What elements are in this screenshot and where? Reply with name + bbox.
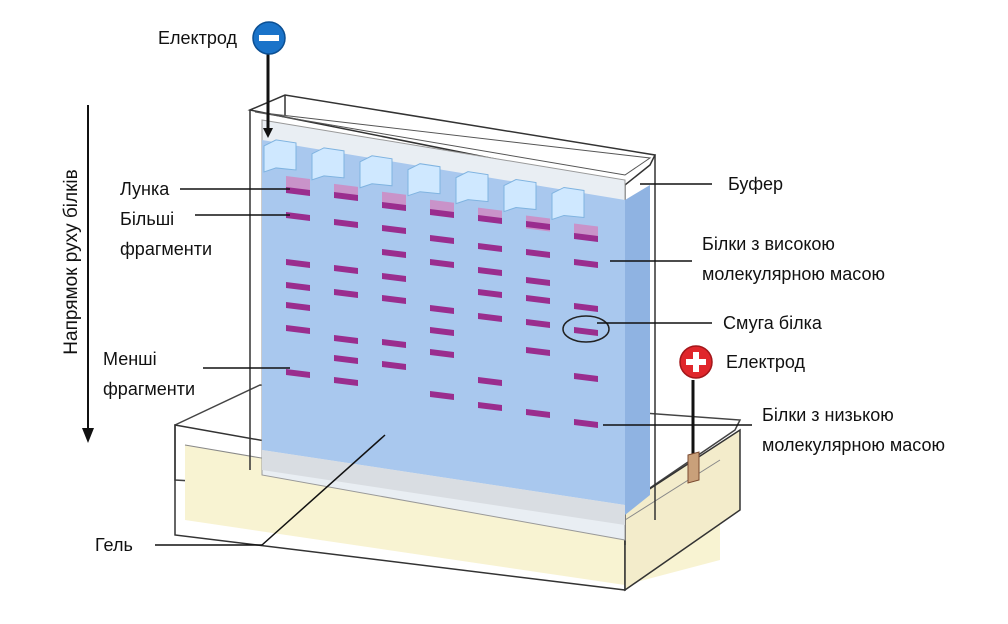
protein-band xyxy=(430,391,454,400)
protein-band xyxy=(286,282,310,291)
label-protein-band: Смуга білка xyxy=(723,313,822,333)
comb-tooth xyxy=(407,163,441,197)
protein-band xyxy=(430,209,454,218)
protein-band xyxy=(430,349,454,358)
label-electrode-negative: Електрод xyxy=(158,28,237,48)
protein-band xyxy=(430,327,454,336)
protein-band xyxy=(382,225,406,234)
protein-band xyxy=(478,215,502,224)
protein-band xyxy=(430,259,454,268)
protein-band xyxy=(334,192,358,201)
protein-band xyxy=(286,187,310,196)
protein-band xyxy=(526,409,550,418)
protein-band xyxy=(526,277,550,286)
electrode-negative xyxy=(252,21,286,138)
label-direction: Напрямок руху білків xyxy=(61,169,82,355)
protein-band xyxy=(478,289,502,298)
protein-band xyxy=(286,325,310,334)
protein-band xyxy=(334,355,358,364)
comb-tooth xyxy=(263,139,297,173)
label-gel: Гель xyxy=(95,535,133,555)
label-electrode-positive: Електрод xyxy=(726,352,805,372)
protein-band xyxy=(382,202,406,211)
comb-tooth xyxy=(455,171,489,205)
label-low-mw-proteins: Білки з низькою молекулярною масою xyxy=(762,405,945,455)
protein-band xyxy=(334,289,358,298)
protein-band xyxy=(334,377,358,386)
protein-band xyxy=(478,402,502,411)
protein-band xyxy=(286,369,310,378)
protein-band xyxy=(382,249,406,258)
protein-band xyxy=(574,419,598,428)
protein-band xyxy=(574,259,598,268)
protein-band xyxy=(526,221,550,230)
band-highlight-ellipse xyxy=(562,315,610,343)
protein-band xyxy=(382,339,406,348)
protein-band xyxy=(574,373,598,382)
protein-band xyxy=(478,313,502,322)
protein-band xyxy=(526,319,550,328)
protein-band xyxy=(382,295,406,304)
protein-band xyxy=(334,265,358,274)
comb-tooth xyxy=(503,179,537,213)
protein-band xyxy=(430,305,454,314)
protein-band xyxy=(478,377,502,386)
protein-band xyxy=(430,235,454,244)
comb-tooth xyxy=(311,147,345,181)
protein-band xyxy=(478,267,502,276)
label-well: Лунка xyxy=(120,179,170,199)
plus-circle-icon xyxy=(679,345,713,379)
label-larger-fragments: Більші фрагменти xyxy=(120,209,213,259)
leader-lines xyxy=(155,183,752,546)
protein-band xyxy=(286,259,310,268)
label-high-mw-proteins: Білки з високою молекулярною масою xyxy=(702,234,885,284)
electrode-positive xyxy=(679,345,713,484)
comb-tooth xyxy=(359,155,393,189)
protein-band xyxy=(478,243,502,252)
protein-band xyxy=(286,212,310,221)
label-buffer: Буфер xyxy=(728,174,784,194)
protein-band xyxy=(574,233,598,242)
minus-circle-icon xyxy=(252,21,286,55)
protein-band xyxy=(526,249,550,258)
protein-band xyxy=(574,327,598,336)
protein-band xyxy=(286,302,310,311)
protein-band xyxy=(526,347,550,356)
wells-group xyxy=(263,139,598,240)
protein-band xyxy=(382,361,406,370)
bands-group xyxy=(286,187,598,428)
label-smaller-fragments: Менші фрагменти xyxy=(103,349,196,399)
comb-tooth xyxy=(551,186,585,221)
protein-band xyxy=(334,219,358,228)
protein-band xyxy=(574,303,598,312)
direction-arrow xyxy=(82,105,94,443)
protein-band xyxy=(526,295,550,304)
protein-band xyxy=(382,273,406,282)
protein-band xyxy=(334,335,358,344)
